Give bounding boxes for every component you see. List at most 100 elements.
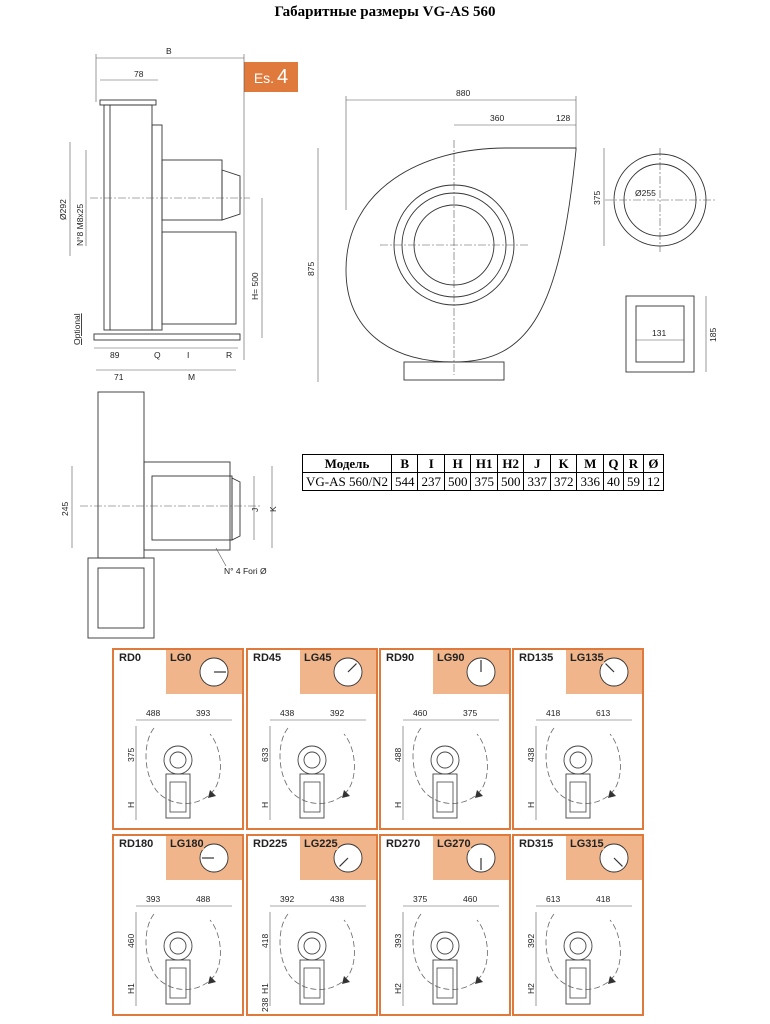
panel-rd-label: RD225 [253, 838, 288, 850]
inlet-circle [563, 745, 593, 775]
flow-arrow-icon [608, 790, 616, 798]
round-flange: Ø255 [605, 148, 715, 252]
dim-vertical-value: 392 [526, 934, 536, 948]
figure-badge-number: 4 [277, 66, 289, 88]
cell-h1: 375 [470, 472, 498, 491]
motor-frame [432, 959, 458, 1005]
inlet-circle [297, 745, 327, 775]
flow-arrow-icon [475, 976, 483, 984]
dim-255: Ø255 [635, 188, 656, 198]
dim-left-value: 613 [546, 894, 560, 904]
housing-outline [279, 913, 355, 990]
col-b: B [390, 454, 419, 473]
figure-badge: Es.4 [244, 62, 298, 92]
dim-left-value: 460 [413, 708, 427, 718]
dim-78: 78 [134, 69, 144, 79]
dim-height-label: H [393, 802, 403, 808]
impeller-circle [169, 751, 187, 769]
impeller-circle [569, 751, 587, 769]
spec-table-header-row: Модель B I H H1 H2 J K M Q R Ø [302, 454, 664, 473]
motor-body [569, 781, 587, 813]
cell-q: 40 [602, 472, 624, 491]
dim-vertical-value: 488 [393, 748, 403, 762]
motor-body [569, 967, 587, 999]
motor-body [436, 781, 454, 813]
motor-body [169, 967, 187, 999]
direction-arrow-icon [613, 857, 623, 867]
inlet-circle [163, 745, 193, 775]
dim-height-label: H1 [126, 983, 136, 994]
dim-r: R [226, 350, 232, 360]
top-view: 245 J K N° 4 Fori Ø [60, 391, 278, 639]
col-q: Q [602, 454, 624, 473]
dim-128: 128 [556, 113, 570, 123]
dim-71: 71 [114, 372, 124, 382]
dim-height-label: H [126, 802, 136, 808]
dim-right-value: 392 [330, 708, 344, 718]
motor-frame [565, 959, 591, 1005]
dim-vertical-value: 460 [126, 934, 136, 948]
panel-lg-label: LG90 [437, 652, 465, 664]
col-k: K [549, 454, 578, 473]
impeller-circle [569, 937, 587, 955]
dim-245: 245 [60, 502, 70, 516]
figure-badge-label: Es. [253, 70, 275, 86]
dim-880: 880 [456, 88, 470, 98]
cell-r: 59 [622, 472, 644, 491]
dim-height-label: H [260, 802, 270, 808]
dim-j: J [250, 508, 260, 512]
dim-left-value: 438 [280, 708, 294, 718]
dim-left-value: 418 [546, 708, 560, 718]
side-view: B 78 Ø292 N°8 M8x25 H= 500 Optional 89 Q… [58, 46, 263, 382]
cell-h: 500 [443, 472, 472, 491]
col-h: H [443, 454, 472, 473]
direction-arrow-icon [339, 857, 349, 867]
dim-right-value: 418 [596, 894, 610, 904]
housing-outline [412, 727, 488, 804]
cell-i: 237 [417, 472, 445, 491]
panel-rd-label: RD180 [119, 838, 154, 850]
dim-h500: H= 500 [250, 272, 260, 300]
flow-arrow-icon [608, 976, 616, 984]
dim-extra-value: 238 [260, 998, 270, 1012]
col-j: J [523, 454, 551, 473]
panel-rd-label: RD0 [119, 652, 142, 664]
motor-body [169, 781, 187, 813]
dim-height-label: H2 [393, 983, 403, 994]
motor-frame [299, 773, 325, 819]
square-flange: 131 185 [625, 295, 718, 373]
dim-89: 89 [110, 350, 120, 360]
inlet-circle [297, 931, 327, 961]
dim-360: 360 [490, 113, 504, 123]
dim-185: 185 [708, 328, 718, 342]
housing-outline [412, 913, 488, 990]
panel-rd-label: RD315 [519, 838, 554, 850]
col-i: I [417, 454, 445, 473]
cell-k: 372 [549, 472, 578, 491]
dim-vertical-value: 393 [393, 934, 403, 948]
flow-arrow-icon [475, 790, 483, 798]
panel-lg-label: LG270 [437, 838, 471, 850]
dim-left-value: 393 [146, 894, 160, 904]
dim-875: 875 [306, 262, 316, 276]
flow-arrow-icon [208, 790, 216, 798]
cell-diam: 12 [642, 472, 664, 491]
housing-outline [545, 913, 621, 990]
direction-arrow-icon [347, 663, 357, 673]
front-view: 880 360 128 375 875 [306, 88, 605, 382]
dim-i: I [187, 350, 189, 360]
impeller-circle [303, 937, 321, 955]
page-title: Габаритные размеры VG-AS 560 [274, 4, 496, 20]
dim-right-value: 375 [463, 708, 477, 718]
